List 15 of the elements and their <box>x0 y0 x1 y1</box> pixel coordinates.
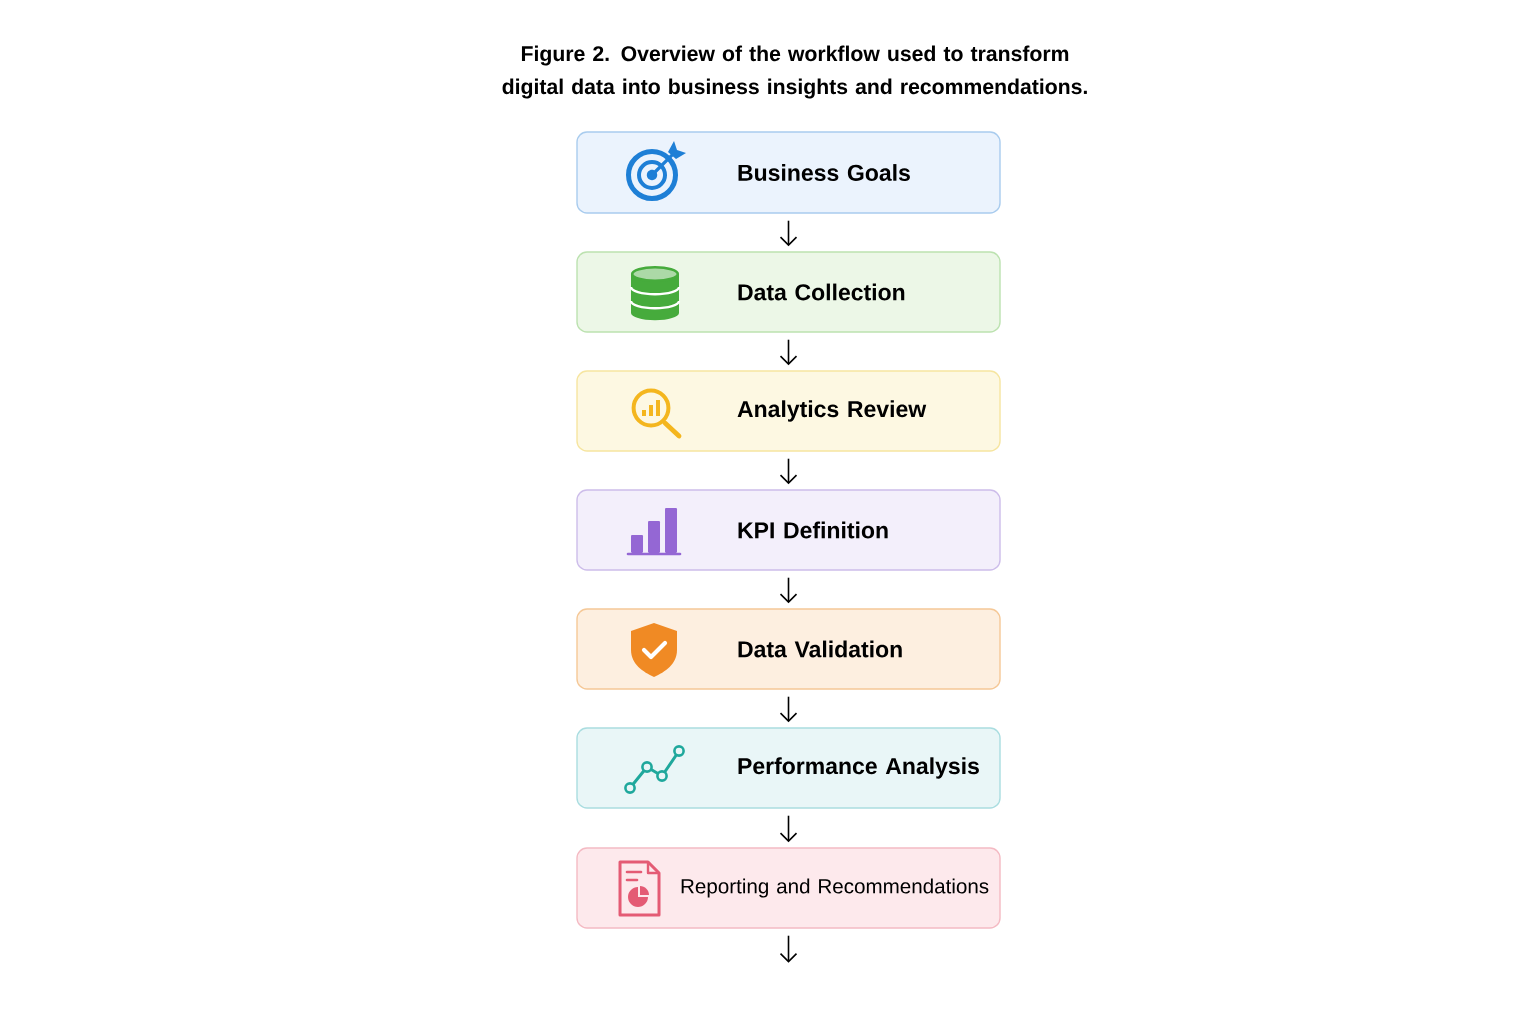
arrow <box>779 695 798 723</box>
arrow <box>779 457 798 485</box>
process-box: Reporting and Recommendations <box>576 847 1001 929</box>
arrow <box>779 814 798 843</box>
process-box: Business Goals <box>576 131 1001 214</box>
arrow <box>779 934 798 963</box>
process-box: Performance Analysis <box>576 727 1001 809</box>
process-box: Data Collection <box>576 251 1001 333</box>
process-box: Data Validation <box>576 608 1001 690</box>
title: Figure 2. Overview of the workflow used to transform digital data into business insights and recommendations. <box>502 45 1087 99</box>
process-box: Analytics Review <box>576 370 1001 452</box>
arrow <box>779 219 798 247</box>
process-box: KPI Definition <box>576 489 1001 571</box>
arrow <box>779 576 798 604</box>
arrow <box>779 338 798 366</box>
